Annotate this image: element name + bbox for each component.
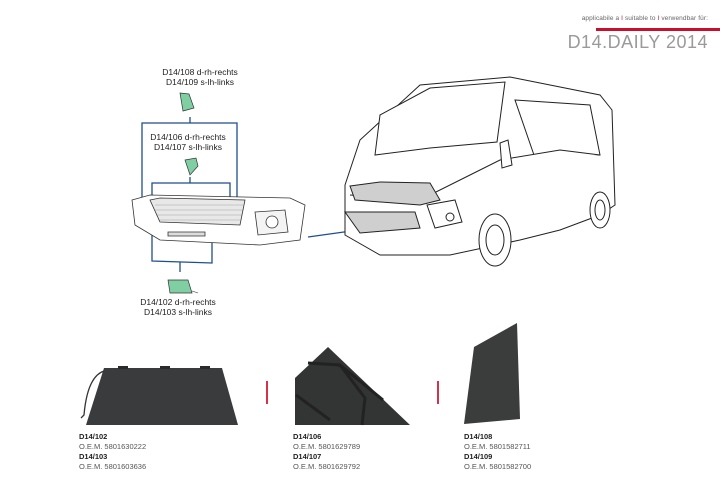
oem-number: O.E.M. 5801582700 xyxy=(464,462,532,471)
oem-number: O.E.M. 5801629789 xyxy=(293,442,361,451)
part-code: D14/106 xyxy=(293,432,322,441)
applicable-en: suitable to xyxy=(624,15,656,22)
part-d14-102-icon xyxy=(167,279,193,294)
product-photo-d14-106 xyxy=(295,347,410,426)
callout-d14-108-109: D14/108 d-rh-rechts D14/109 s-lh-links xyxy=(140,67,260,87)
header-accent-bar xyxy=(596,28,720,31)
applicability-caption: applicabile a I suitable to I verwendbar… xyxy=(582,15,708,22)
vehicle-model-title: D14.DAILY 2014 xyxy=(567,32,708,52)
callout-line: D14/108 d-rh-rechts xyxy=(162,67,238,77)
column-divider xyxy=(266,381,268,404)
product-info-d14-102: D14/102 O.E.M. 5801630222 D14/103 O.E.M.… xyxy=(79,432,146,472)
product-photo-d14-102 xyxy=(80,366,238,425)
callout-line: D14/107 s-lh-links xyxy=(153,142,223,152)
product-photo-d14-108 xyxy=(464,323,520,424)
part-code: D14/102 xyxy=(79,432,108,441)
applicable-de: verwendbar für: xyxy=(661,15,708,22)
callout-line: D14/109 s-lh-links xyxy=(165,77,235,87)
oem-number: O.E.M. 5801582711 xyxy=(464,442,531,451)
product-info-d14-108: D14/108 O.E.M. 5801582711 D14/109 O.E.M.… xyxy=(464,432,531,472)
part-code: D14/107 xyxy=(293,452,322,461)
separator: I xyxy=(657,15,660,22)
oem-number: O.E.M. 5801603636 xyxy=(79,462,147,471)
applicable-it: applicabile a xyxy=(581,15,620,22)
oem-number: O.E.M. 5801630222 xyxy=(79,442,147,451)
callout-d14-106-107: D14/106 d-rh-rechts D14/107 s-lh-links xyxy=(128,132,248,152)
part-d14-108-icon xyxy=(179,92,195,112)
part-d14-106-icon xyxy=(184,157,199,176)
callout-d14-102-103: D14/102 d-rh-rechts D14/103 s-lh-links xyxy=(118,297,238,317)
separator: I xyxy=(621,15,623,22)
callout-line: D14/103 s-lh-links xyxy=(143,307,213,317)
part-code: D14/109 xyxy=(464,452,493,461)
oem-number: O.E.M. 5801629792 xyxy=(293,462,361,471)
column-divider xyxy=(437,381,439,404)
callout-line: D14/102 d-rh-rechts xyxy=(140,297,216,307)
part-code: D14/103 xyxy=(79,452,108,461)
product-info-d14-106: D14/106 O.E.M. 5801629789 D14/107 O.E.M.… xyxy=(293,432,360,472)
part-code: D14/108 xyxy=(464,432,493,441)
callout-line: D14/106 d-rh-rechts xyxy=(150,132,226,142)
